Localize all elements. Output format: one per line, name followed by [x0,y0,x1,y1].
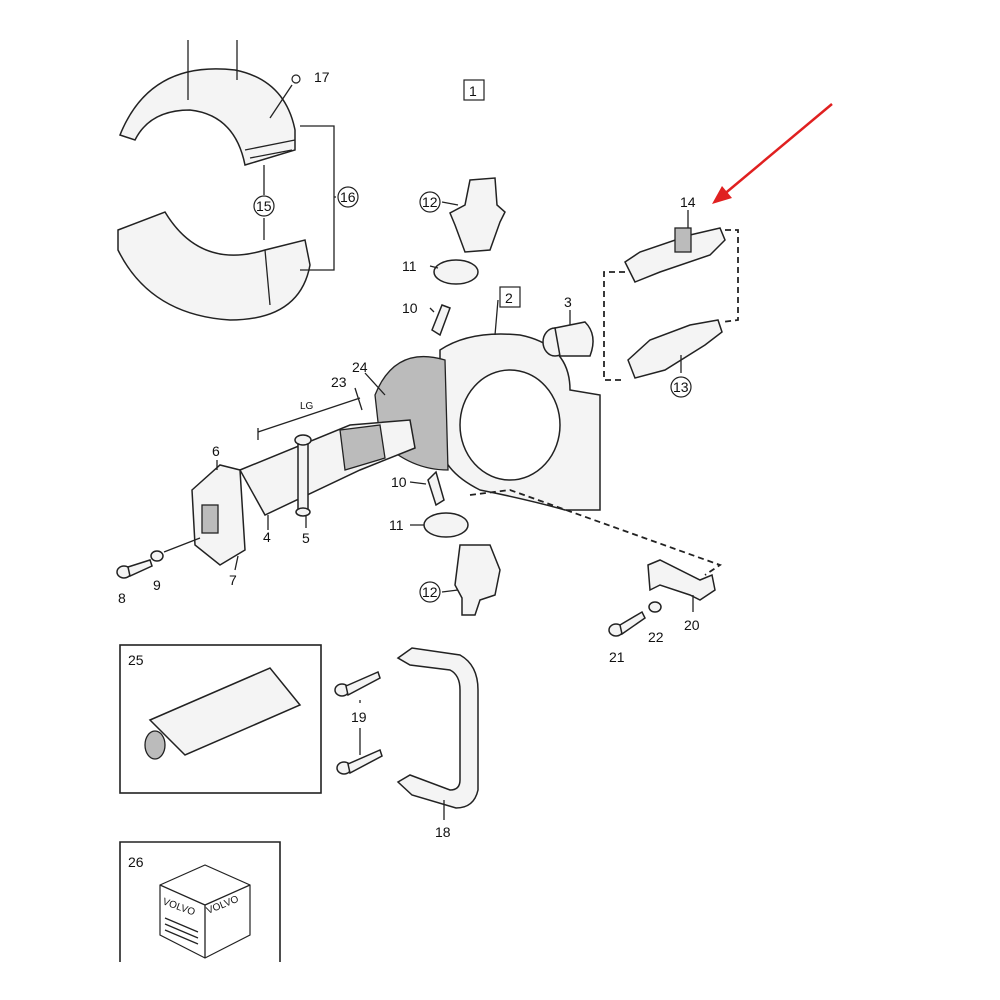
label-10-upper: 10 [402,300,418,316]
grease-tube [144,667,302,760]
group-box-2 [499,286,521,308]
label-24: 24 [352,359,368,375]
kingpin-bushing-lower [423,470,501,616]
volvo-product-box: VOLVO VOLVO [159,864,251,959]
label-12-lower: 12 [422,584,438,600]
red-arrow-indicator [712,103,833,204]
pin-bolt [294,434,312,517]
bolt-21 [608,610,646,637]
label-13: 13 [673,379,689,395]
grease-box [119,644,322,794]
label-11-upper: 11 [402,258,417,274]
label-19: 19 [351,709,367,725]
label-23: 23 [331,374,347,390]
brake-shoe-lower [117,211,311,321]
slack-adjuster-13 [627,319,723,379]
slack-adjuster-14 [624,227,726,283]
label-15: 15 [256,198,272,214]
label-10-lower: 10 [391,474,407,490]
bolt-8 [116,559,153,579]
product-box-frame [119,841,281,962]
label-11-lower: 11 [389,517,404,533]
label-14: 14 [680,194,696,210]
label-9: 9 [153,577,161,593]
label-1: 1 [469,83,477,99]
label-2: 2 [505,290,513,306]
label-5: 5 [302,530,310,546]
label-12-upper: 12 [422,194,438,210]
washer-22 [648,601,662,613]
label-26: 26 [128,854,144,870]
label-25: 25 [128,652,144,668]
label-3: 3 [564,294,572,310]
washer-9 [150,550,164,562]
abs-sensor-bracket [647,559,716,601]
label-21: 21 [609,649,625,665]
label-22: 22 [648,629,664,645]
camshaft-bracket [191,464,246,566]
brake-shoe-upper [119,40,296,166]
bushing [542,321,594,357]
kingpin-bushing-upper [431,177,506,337]
group-box-1 [463,79,485,101]
label-7: 7 [229,572,237,588]
brake-anchor-plate [374,333,601,511]
label-4: 4 [263,529,271,545]
label-lg: LG [300,401,314,412]
u-bolt-19 [334,670,383,775]
camshaft [238,419,416,516]
label-8: 8 [118,590,126,606]
label-20: 20 [684,617,700,633]
strap-18 [396,647,479,809]
label-6: 6 [212,443,220,459]
label-16: 16 [340,189,356,205]
label-17: 17 [314,69,330,85]
label-18: 18 [435,824,451,840]
